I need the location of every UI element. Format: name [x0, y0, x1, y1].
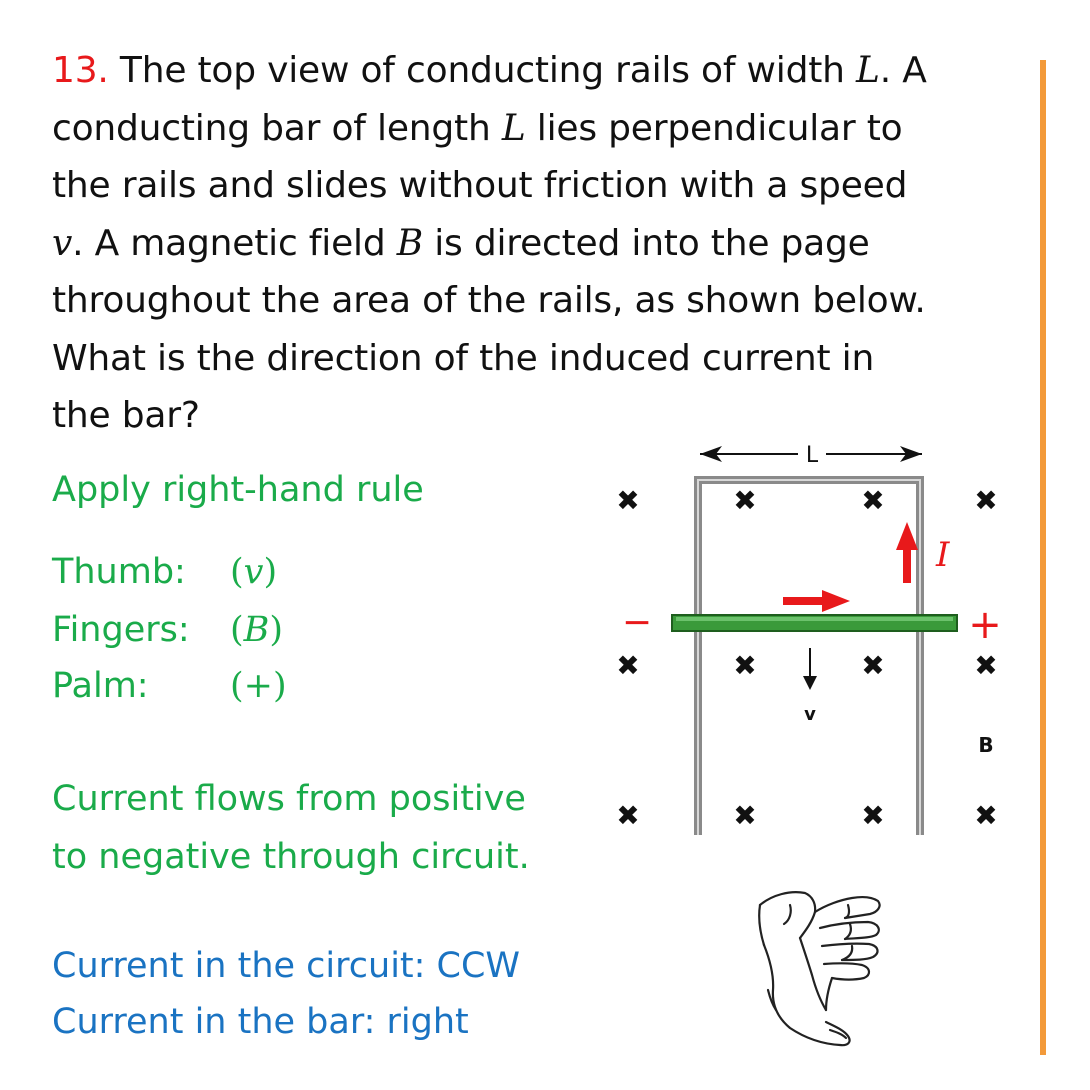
- question-line-4: v. A magnetic field B is directed into t…: [52, 222, 870, 264]
- width-label: L: [806, 443, 819, 468]
- width-dimension: L: [700, 443, 922, 468]
- answer-bar: Current in the bar: right: [52, 1002, 469, 1042]
- field-mark-icon: ✖: [974, 484, 997, 517]
- field-marks: ✖ ✖ ✖ ✖ ✖ ✖ ✖ ✖ ✖ ✖ ✖ ✖: [616, 484, 997, 832]
- question-line-5: throughout the area of the rails, as sho…: [52, 280, 926, 321]
- right-hand-illustration: [758, 891, 881, 1047]
- question-line-3: the rails and slides without friction wi…: [52, 165, 908, 206]
- bar-current-arrow: [783, 590, 850, 612]
- question-number: 13.: [52, 50, 109, 91]
- field-mark-icon: ✖: [861, 799, 884, 832]
- current-flow-note: Current flows from positive to negative …: [52, 779, 530, 877]
- rule-palm: Palm:(+): [52, 666, 287, 706]
- answer-circuit: Current in the circuit: CCW: [52, 946, 521, 986]
- field-label: B: [978, 733, 993, 757]
- plus-sign: +: [968, 602, 1002, 648]
- field-mark-icon: ✖: [616, 484, 639, 517]
- field-mark-icon: ✖: [733, 649, 756, 682]
- rail-current-arrow: I: [896, 522, 950, 583]
- field-mark-icon: ✖: [733, 799, 756, 832]
- field-mark-icon: ✖: [974, 649, 997, 682]
- field-mark-icon: ✖: [616, 799, 639, 832]
- velocity-label: v: [804, 704, 816, 725]
- right-hand-rule-hint: Apply right-hand rule: [52, 470, 424, 510]
- field-mark-icon: ✖: [861, 649, 884, 682]
- field-mark-icon: ✖: [733, 484, 756, 517]
- velocity-arrow: v: [803, 648, 817, 725]
- question-text: 13. The top view of conducting rails of …: [52, 42, 1012, 445]
- answer-text: Current in the circuit: CCW Current in t…: [52, 938, 520, 1050]
- rule-thumb: Thumb:(v): [52, 552, 278, 592]
- field-mark-icon: ✖: [861, 484, 884, 517]
- rule-fingers: Fingers:(B): [52, 610, 284, 650]
- minus-sign: −: [622, 602, 652, 643]
- conducting-bar: [671, 614, 958, 632]
- question-line-1: 13. The top view of conducting rails of …: [52, 50, 927, 91]
- current-label: I: [935, 535, 950, 575]
- question-line-6: What is the direction of the induced cur…: [52, 337, 875, 379]
- field-mark-icon: ✖: [974, 799, 997, 832]
- rails: [694, 476, 924, 835]
- orange-divider: [1040, 60, 1046, 1055]
- field-mark-icon: ✖: [616, 649, 639, 682]
- question-line-7: the bar?: [52, 395, 200, 436]
- question-line-2: conducting bar of length L lies perpendi…: [52, 107, 903, 149]
